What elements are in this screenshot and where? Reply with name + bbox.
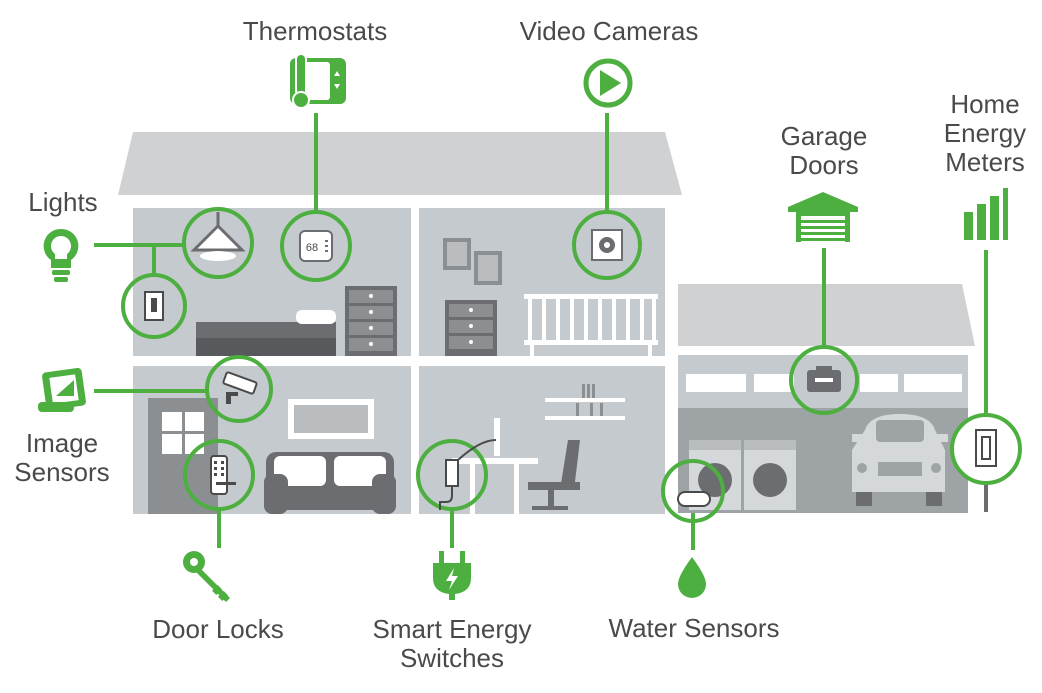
label-home-energy-line3: Meters xyxy=(945,147,1025,177)
label-water-sensors: Water Sensors xyxy=(608,613,780,643)
label-garage-doors-line1: Garage xyxy=(780,121,868,151)
connector-lines xyxy=(94,113,988,550)
thermostat-device: 68 xyxy=(280,210,352,282)
plug-icon xyxy=(433,551,471,600)
video-camera-icon xyxy=(583,58,633,108)
camera-device xyxy=(572,210,642,280)
label-smart-energy-line1: Smart Energy xyxy=(372,614,532,644)
label-image-sensors-line2: Sensors xyxy=(14,457,110,487)
bedroom-furniture xyxy=(196,286,397,356)
garage-icon xyxy=(788,192,858,242)
door-lock-device xyxy=(183,439,255,511)
label-thermostats: Thermostats xyxy=(242,16,388,46)
label-lights: Lights xyxy=(28,187,98,217)
thermostat-icon xyxy=(290,53,346,109)
tablet-image-icon xyxy=(38,367,86,412)
garage-opener-device xyxy=(789,345,859,415)
office-furniture xyxy=(452,384,625,514)
label-video-cameras: Video Cameras xyxy=(519,16,699,46)
ceiling-light-device xyxy=(182,207,254,279)
light-switch-device xyxy=(121,273,187,339)
label-garage-doors-line2: Doors xyxy=(789,150,859,180)
security-camera-device xyxy=(205,355,273,423)
smart-switch-device xyxy=(416,439,497,511)
key-icon xyxy=(183,551,230,602)
light-bulb-icon xyxy=(43,228,79,282)
water-drop-icon xyxy=(678,557,706,598)
label-home-energy-line2: Energy xyxy=(943,118,1027,148)
label-home-energy-line1: Home xyxy=(950,89,1020,119)
energy-meter-device xyxy=(950,413,1022,485)
energy-bars-icon xyxy=(964,188,1008,240)
water-sensor-device xyxy=(661,459,725,523)
living-room-furniture xyxy=(148,398,396,514)
thermostat-reading: 68 xyxy=(306,242,318,254)
label-smart-energy-line2: Switches xyxy=(399,643,505,673)
label-image-sensors-line1: Image xyxy=(25,428,99,458)
label-door-locks: Door Locks xyxy=(152,614,284,644)
nursery-furniture xyxy=(443,238,658,356)
